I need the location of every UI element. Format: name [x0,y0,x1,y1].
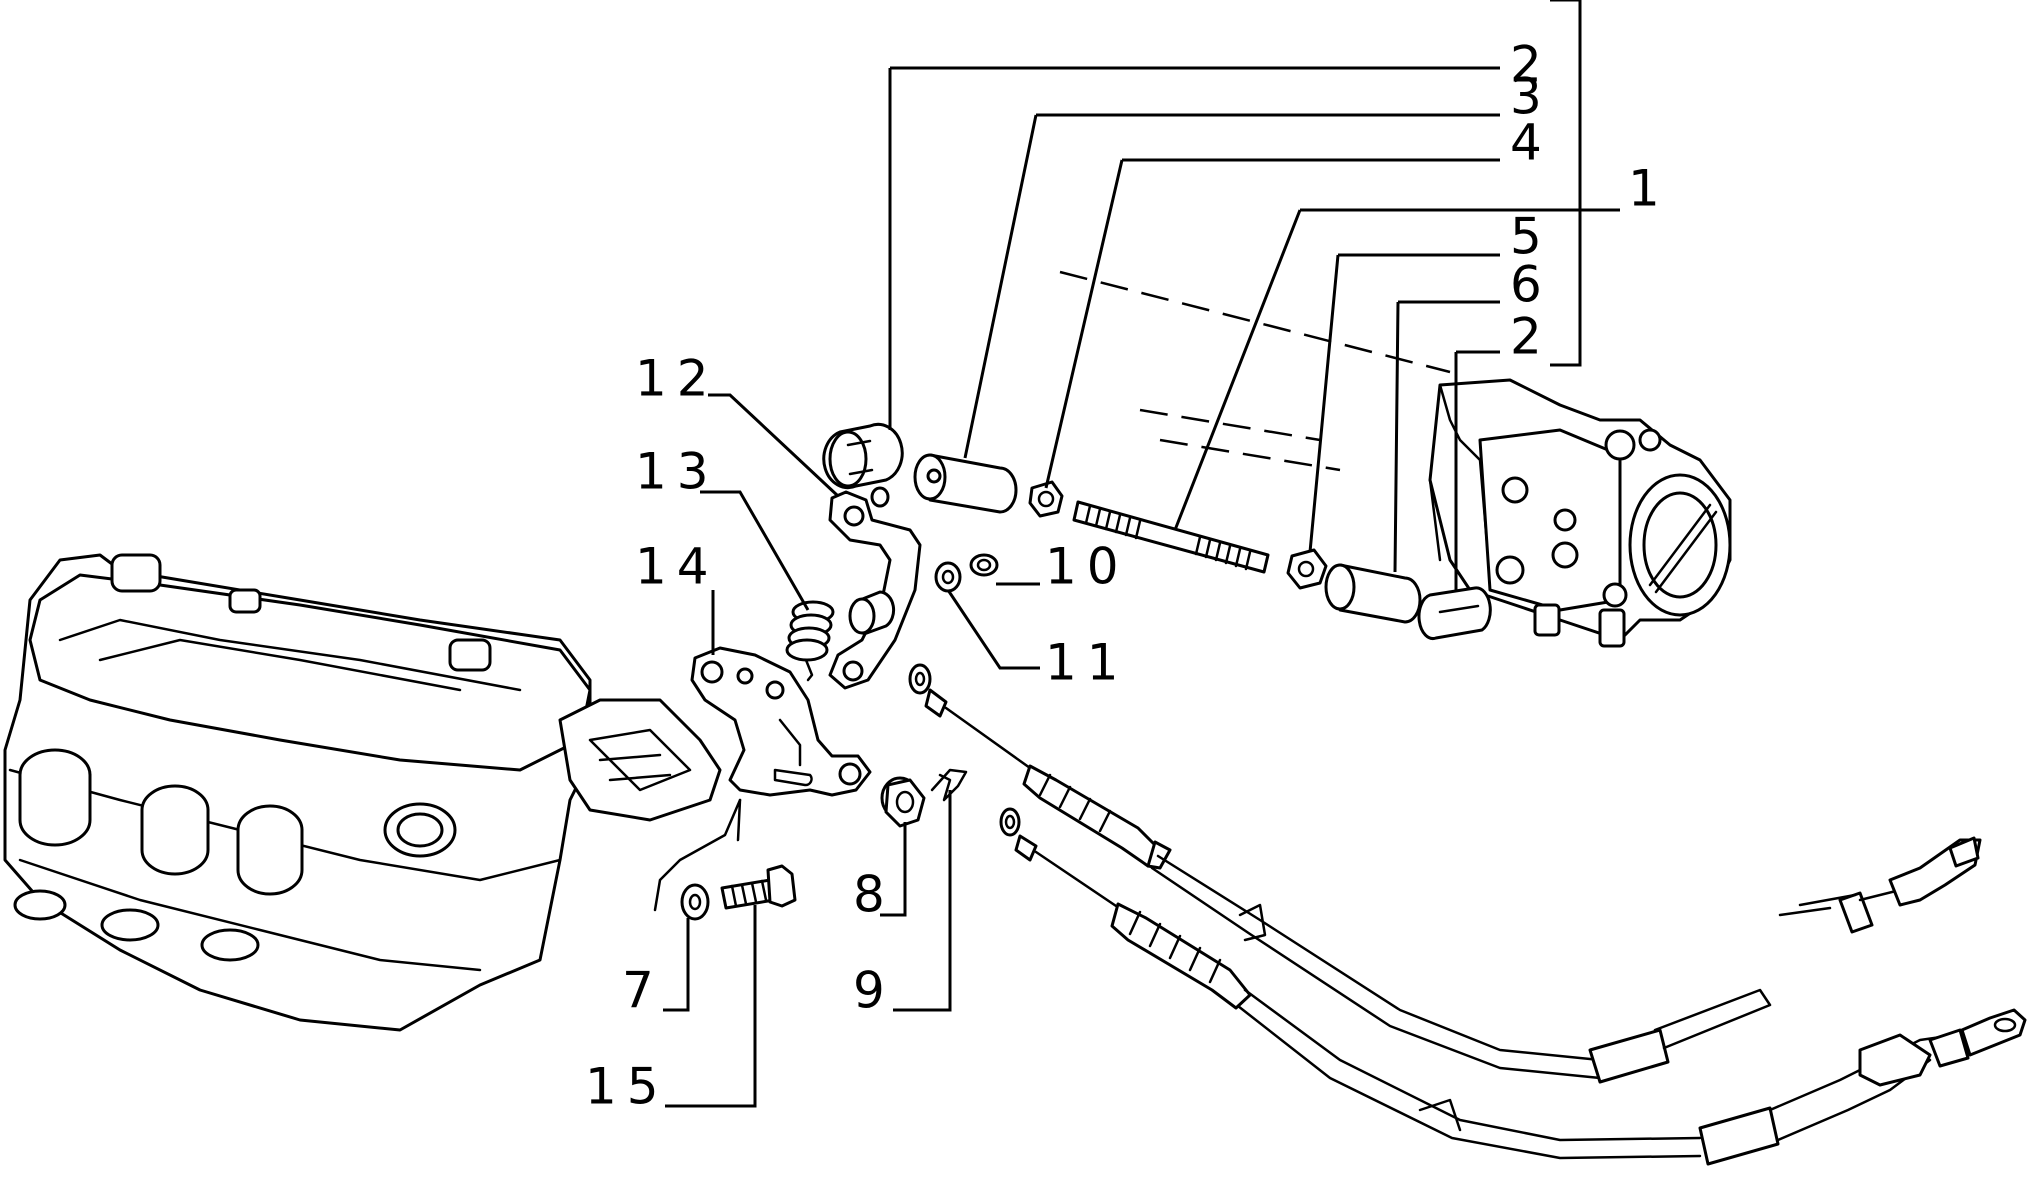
callout-4: 4 [1510,114,1552,172]
part-8-grommet [880,776,926,828]
part-1-stud [1072,500,1270,574]
callout-5: 5 [1510,208,1552,266]
leader-1 [1173,208,1620,531]
mount-guide-2 [736,798,742,842]
leader-15 [665,905,757,1108]
callout-9: 9 [853,962,895,1020]
callout-labels: 2 3 4 1 5 6 2 12 13 14 10 11 8 9 7 15 [585,36,1670,1116]
part-10-nut [969,553,999,577]
callout-1: 1 [1628,160,1670,218]
part-6-spacer [1324,563,1422,624]
assembly-axis-2 [1139,408,1341,472]
callout-3: 3 [1510,68,1552,126]
callout-14: 14 [635,538,719,596]
leader-2-left [888,66,1500,430]
mount-guide [653,798,742,912]
leader-12 [708,393,840,498]
part-12-lever [828,486,922,690]
part-2-bush-right [1417,586,1492,640]
leader-7 [663,918,690,1012]
callout-6: 6 [1510,256,1552,314]
leader-8 [880,822,907,917]
part-11-washer [934,561,962,593]
part-15-bolt [720,864,797,910]
callout-15: 15 [585,1058,669,1116]
part-4-nut [1028,480,1064,518]
leader-3 [963,113,1500,459]
part-3-spacer [913,453,1018,514]
leader-4 [1044,158,1500,489]
leader-2-right [1454,350,1500,592]
part-7-washer [680,883,710,921]
part-14-bracket [690,646,872,797]
cylinder-head-assembly [3,553,722,1032]
part-9-clip [930,768,968,802]
leader-6 [1393,300,1500,573]
callout-2-top: 2 [1510,36,1552,94]
part-2-bush-left [822,422,904,490]
callout-12: 12 [635,350,719,408]
leader-lines [663,0,1620,1108]
callout-10: 10 [1045,538,1129,596]
callout-11: 11 [1045,634,1129,692]
accelerator-cable-lower [999,807,2027,1166]
part-13-spring [785,600,835,682]
accelerator-cable-upper [908,663,1982,1084]
leader-9 [893,790,952,1012]
callout-2-bottom: 2 [1510,308,1552,366]
callout-8: 8 [853,866,895,924]
leader-5 [1308,253,1500,553]
leader-13 [700,490,810,611]
callout-7: 7 [622,962,664,1020]
leader-11 [946,589,1040,670]
callout-13: 13 [635,443,719,501]
part-5-nut [1286,548,1328,590]
bracket-group-line [1550,0,1582,367]
throttle-body [1428,378,1732,648]
assembly-axis [1059,270,1451,374]
